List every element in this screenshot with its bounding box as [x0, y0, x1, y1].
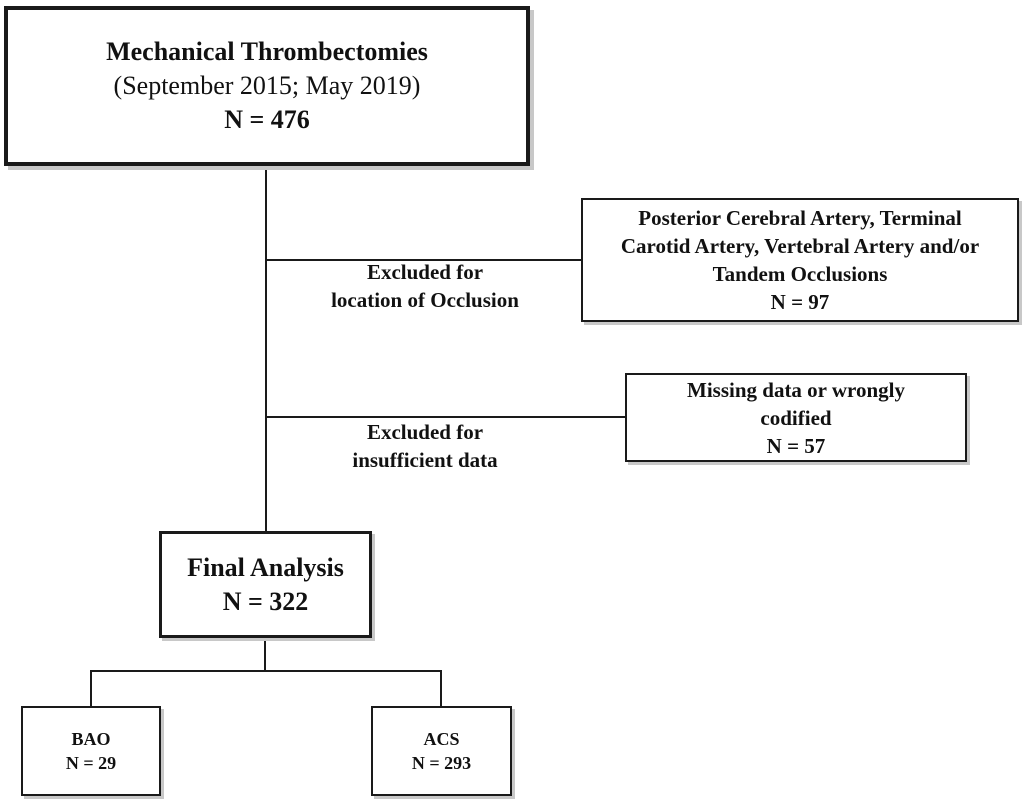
top-box-subtitle: (September 2015; May 2019) [113, 71, 421, 100]
bao-connector [90, 670, 92, 708]
top-box-title: Mechanical Thrombectomies [106, 37, 428, 66]
exclusion1-box-line2: Carotid Artery, Vertebral Artery and/or [620, 234, 980, 258]
exclusion1-count: N = 97 [770, 290, 830, 314]
main-vertical-connector [265, 164, 267, 532]
exclusion1-box-line1: Posterior Cerebral Artery, Terminal [638, 206, 962, 230]
exclusion1-label-line2: location of Occlusion [331, 288, 519, 312]
exclusion1-box: Posterior Cerebral Artery, Terminal Caro… [581, 198, 1019, 322]
split-horizontal-connector [90, 670, 442, 672]
exclusion1-box-line3: Tandem Occlusions [712, 262, 888, 286]
mechanical-thrombectomies-box: Mechanical Thrombectomies (September 201… [4, 6, 530, 166]
exclusion2-connector [265, 416, 626, 418]
acs-box: ACS N = 293 [371, 706, 512, 796]
exclusion2-count: N = 57 [766, 433, 826, 458]
acs-label: ACS [423, 729, 460, 749]
final-down-connector [264, 636, 266, 671]
exclusion1-label: Excluded for location of Occlusion [290, 258, 560, 314]
exclusion1-connector [265, 259, 582, 261]
bao-box: BAO N = 29 [21, 706, 161, 796]
exclusion2-label-line1: Excluded for [366, 420, 484, 444]
exclusion2-label: Excluded for insufficient data [290, 418, 560, 474]
bao-count: N = 29 [65, 753, 117, 773]
final-analysis-box: Final Analysis N = 322 [159, 531, 372, 638]
final-analysis-title: Final Analysis [187, 552, 344, 582]
exclusion2-box: Missing data or wrongly codified N = 57 [625, 373, 967, 462]
exclusion2-label-line2: insufficient data [352, 448, 498, 472]
exclusion2-box-line1: Missing data or wrongly [687, 377, 905, 402]
exclusion2-box-line2: codified [760, 405, 832, 430]
exclusion1-label-line1: Excluded for [366, 260, 484, 284]
acs-count: N = 293 [411, 753, 472, 773]
top-box-count: N = 476 [224, 105, 310, 134]
acs-connector [440, 670, 442, 708]
bao-label: BAO [71, 729, 111, 749]
final-analysis-count: N = 322 [222, 586, 309, 616]
